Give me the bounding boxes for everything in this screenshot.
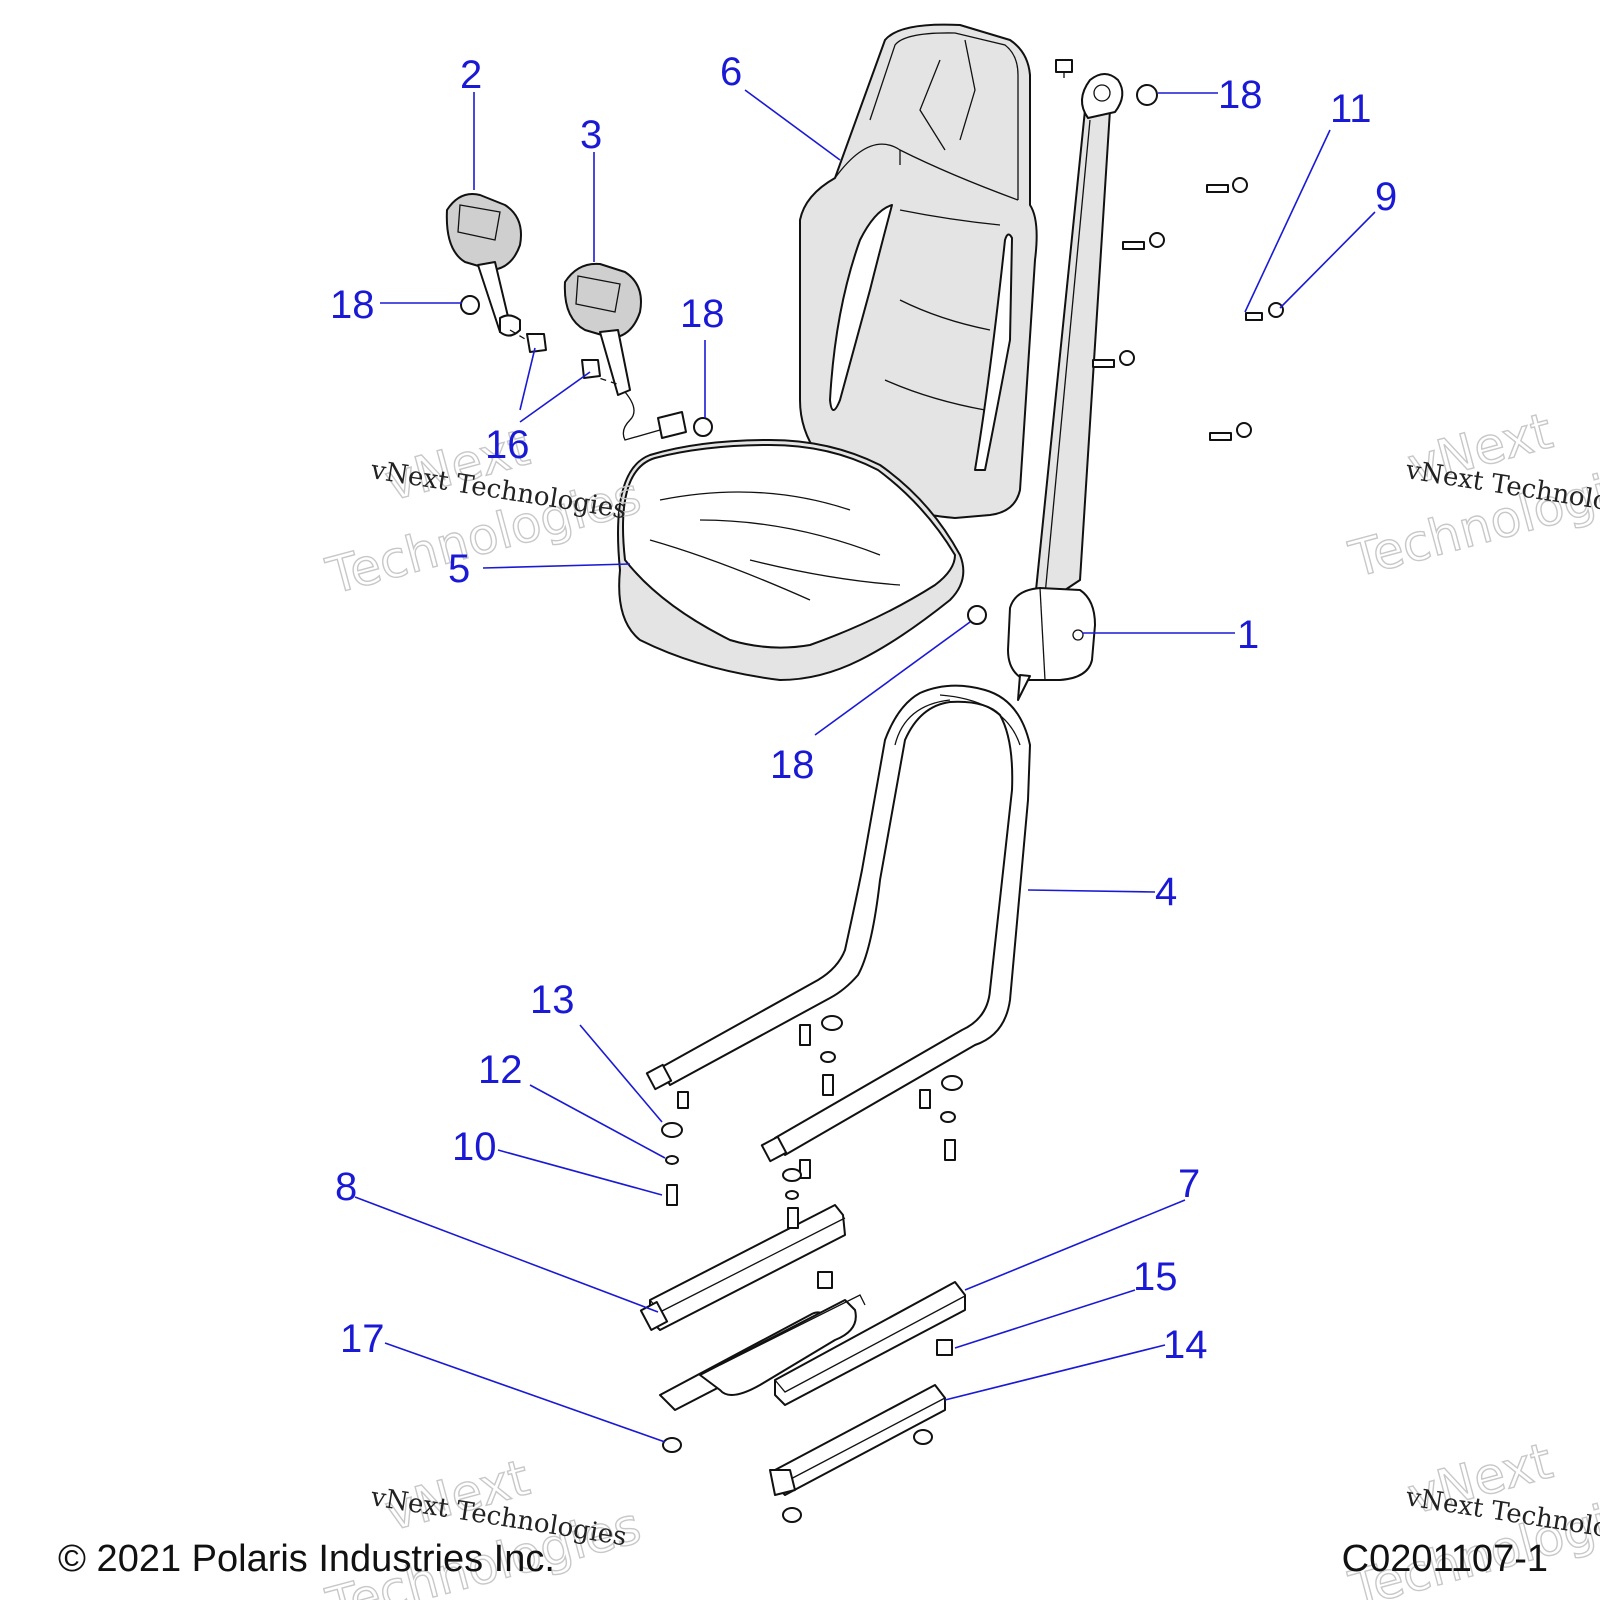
seat-rail-8 — [639, 1204, 846, 1331]
seat-belt-buckle-right — [563, 262, 687, 441]
callout-2: 2 — [460, 53, 482, 97]
callout-17: 17 — [340, 1317, 385, 1361]
callout-4: 4 — [1155, 870, 1177, 914]
callout-13: 13 — [530, 978, 575, 1022]
callout-7: 7 — [1178, 1162, 1200, 1206]
seat-back — [799, 23, 1038, 519]
callout-10: 10 — [452, 1125, 497, 1169]
hardware — [460, 59, 1284, 1523]
seat-cushion — [617, 439, 965, 681]
seat-rail-7 — [774, 1281, 966, 1406]
seat-frame — [645, 684, 1031, 1163]
callout-9: 9 — [1375, 175, 1397, 219]
figure-id: C0201107-1 — [1341, 1538, 1548, 1580]
copyright-text: © 2021 Polaris Industries Inc. — [58, 1538, 555, 1580]
callout-12: 12 — [478, 1048, 523, 1092]
callout-18-left: 18 — [330, 283, 375, 327]
callouts: 2 3 6 18 11 9 18 18 16 5 1 18 4 13 12 10… — [330, 50, 1397, 1367]
seat-belt-buckle-left — [445, 193, 536, 346]
seat-slider-bar — [659, 1294, 866, 1411]
callout-18-cushion: 18 — [770, 743, 815, 787]
callout-8: 8 — [335, 1165, 357, 1209]
seat-rail-14 — [769, 1384, 946, 1496]
callout-11: 11 — [1330, 87, 1372, 131]
callout-3: 3 — [580, 113, 602, 157]
callout-18-top-right: 18 — [1218, 73, 1263, 117]
callout-6: 6 — [720, 50, 742, 94]
callout-1: 1 — [1237, 613, 1259, 657]
callout-14: 14 — [1163, 1323, 1208, 1367]
callout-15: 15 — [1133, 1255, 1178, 1299]
callout-18-mid: 18 — [680, 292, 725, 336]
seat-belt-retractor — [1007, 73, 1124, 701]
callout-5: 5 — [448, 547, 470, 591]
leader-lines — [354, 89, 1376, 1443]
callout-16: 16 — [485, 423, 530, 467]
